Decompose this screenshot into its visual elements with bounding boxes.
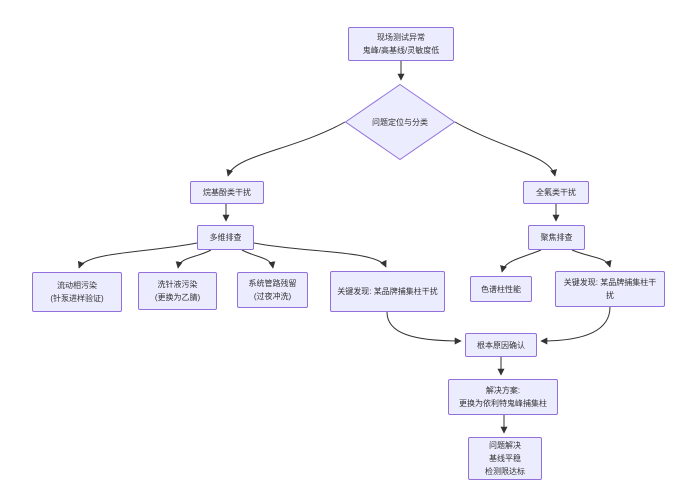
- node-mobile-phase: 流动相污染 (针泵进样验证): [32, 272, 122, 312]
- node-column-performance-label: 色谱柱性能: [481, 284, 521, 294]
- edge-multi-key-finding-left: [253, 242, 387, 268]
- edge-focus-column-performance: [500, 249, 542, 273]
- node-focus-check: 聚焦排查: [528, 225, 585, 250]
- node-solution: 解决方案: 更换为依利特鬼峰捕集柱: [448, 379, 558, 415]
- node-alkylphenol-label: 烷基酚类干扰: [203, 188, 251, 197]
- node-key-finding-left: 关键发现: 某品牌捕集柱干扰: [330, 271, 445, 312]
- node-system-residue-line1: 系统管路残留: [248, 279, 297, 288]
- edge-multi-needle-wash: [175, 249, 212, 269]
- node-needle-wash: 洗针液污染 (更换为乙腈): [138, 272, 217, 310]
- node-system-residue: 系统管路残留 (过夜冲洗): [237, 272, 308, 308]
- node-column-performance: 色谱柱性能: [470, 276, 532, 302]
- node-start-line1: 现场测试异常: [377, 33, 425, 42]
- diamond-shape: [345, 84, 455, 160]
- node-perfluoro: 全氟类干扰: [523, 181, 589, 204]
- node-root-cause-label: 根本原因确认: [477, 340, 525, 350]
- node-classify-label: 问题定位与分类: [372, 117, 428, 127]
- edge-key-finding-left-root-cause: [386, 311, 462, 345]
- node-perfluoro-label: 全氟类干扰: [536, 188, 576, 197]
- edge-multi-mobile-phase: [77, 242, 198, 269]
- edge-classify-perfluoro: [454, 121, 557, 177]
- node-key-finding-right: 关键发现: 某品牌捕集柱干扰: [555, 271, 665, 307]
- node-root-cause: 根本原因确认: [465, 333, 537, 357]
- node-system-residue-line2: (过夜冲洗): [253, 292, 292, 301]
- node-key-finding-left-label: 关键发现: 某品牌捕集柱干扰: [337, 287, 438, 296]
- node-solution-line1: 解决方案:: [485, 386, 521, 395]
- node-multi-check: 多维排查: [197, 225, 254, 250]
- edge-classify-alkylphenol: [226, 121, 346, 177]
- node-alkylphenol: 烷基酚类干扰: [190, 181, 264, 204]
- node-resolved-line3: 检测限达标: [485, 467, 525, 476]
- node-resolved: 问题解决 基线平稳 检测限达标: [468, 437, 542, 480]
- node-resolved-line1: 问题解决: [489, 441, 521, 450]
- node-classify: 问题定位与分类: [345, 84, 455, 160]
- node-start-line2: 鬼峰/高基线/灵敏度低: [362, 46, 440, 55]
- edge-key-finding-right-root-cause: [540, 306, 611, 345]
- edge-multi-system-residue: [241, 249, 276, 269]
- node-resolved-line2: 基线平稳: [489, 454, 521, 463]
- node-key-finding-right-label: 关键发现: 某品牌捕集柱干扰: [563, 278, 657, 300]
- node-focus-check-label: 聚焦排查: [540, 233, 573, 242]
- node-needle-wash-line2: (更换为乙腈): [154, 293, 201, 302]
- edge-focus-key-finding-right: [571, 249, 612, 268]
- node-start: 现场测试异常 鬼峰/高基线/灵敏度低: [348, 27, 454, 61]
- node-multi-check-label: 多维排查: [209, 233, 242, 242]
- node-mobile-phase-line1: 流动相污染: [57, 281, 97, 290]
- node-solution-line2: 更换为依利特鬼峰捕集柱: [459, 399, 547, 408]
- node-mobile-phase-line2: (针泵进样验证): [50, 294, 104, 303]
- node-needle-wash-line1: 洗针液污染: [157, 280, 198, 289]
